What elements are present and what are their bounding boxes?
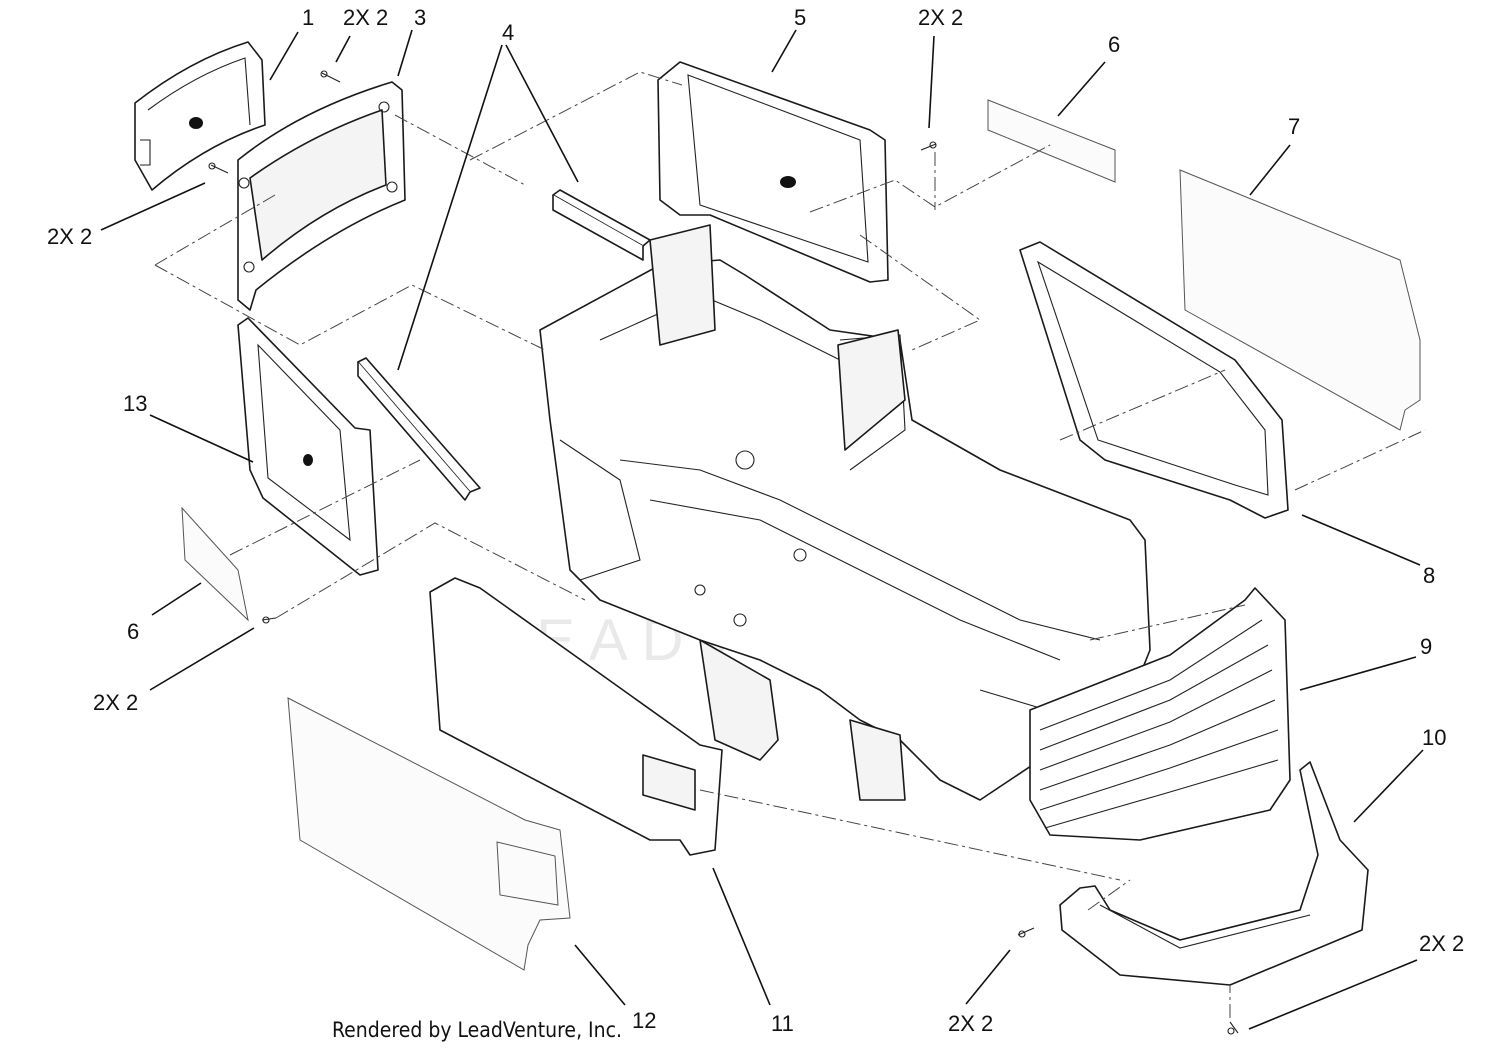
callout-5: 5 <box>794 5 806 30</box>
part-4-strips <box>357 189 651 501</box>
callout-10: 10 <box>1422 725 1446 750</box>
part-6-decal-top <box>987 99 1116 183</box>
part-9-grille <box>1029 587 1291 841</box>
callout-2x2-left: 2X 2 <box>47 224 92 249</box>
callout-8: 8 <box>1423 563 1435 588</box>
callout-2x2-top-mid: 2X 2 <box>918 5 963 30</box>
credit-text: Rendered by LeadVenture, Inc. <box>332 1018 622 1042</box>
callout-11: 11 <box>771 1011 794 1036</box>
callout-6-left: 6 <box>127 619 139 644</box>
callout-2x2-bottom-right: 2X 2 <box>1419 931 1464 956</box>
part-1-shield <box>134 41 266 191</box>
callout-6-top: 6 <box>1108 32 1120 57</box>
callout-2x2-lower-left: 2X 2 <box>93 690 138 715</box>
screws <box>208 70 1239 1035</box>
part-6-decal-left <box>181 506 249 622</box>
part-3-bezel <box>237 81 406 311</box>
part-13-side-panel <box>237 317 379 576</box>
callout-7: 7 <box>1288 114 1300 139</box>
part-8-side-panel <box>1019 241 1289 519</box>
callout-2x2-bottom-mid: 2X 2 <box>948 1011 993 1036</box>
callout-labels: 1 2X 2 3 4 5 2X 2 6 7 2X 2 13 8 9 6 2X 2… <box>47 5 1464 1036</box>
callout-4: 4 <box>502 20 514 45</box>
alignment-lines <box>154 71 1426 1018</box>
part-10-bumper <box>1059 761 1369 986</box>
callout-3: 3 <box>414 5 426 30</box>
callout-12: 12 <box>632 1008 656 1033</box>
leader-lines <box>100 29 1424 1030</box>
callout-2x2-top-left: 2X 2 <box>343 5 388 30</box>
callout-9: 9 <box>1420 634 1432 659</box>
part-11-side-cover <box>429 577 723 856</box>
part-5-top-panel <box>657 61 889 283</box>
part-12-decal <box>287 697 571 971</box>
callout-1: 1 <box>302 5 314 30</box>
callout-13: 13 <box>123 391 147 416</box>
part-7-decal-sheet <box>1179 169 1421 431</box>
